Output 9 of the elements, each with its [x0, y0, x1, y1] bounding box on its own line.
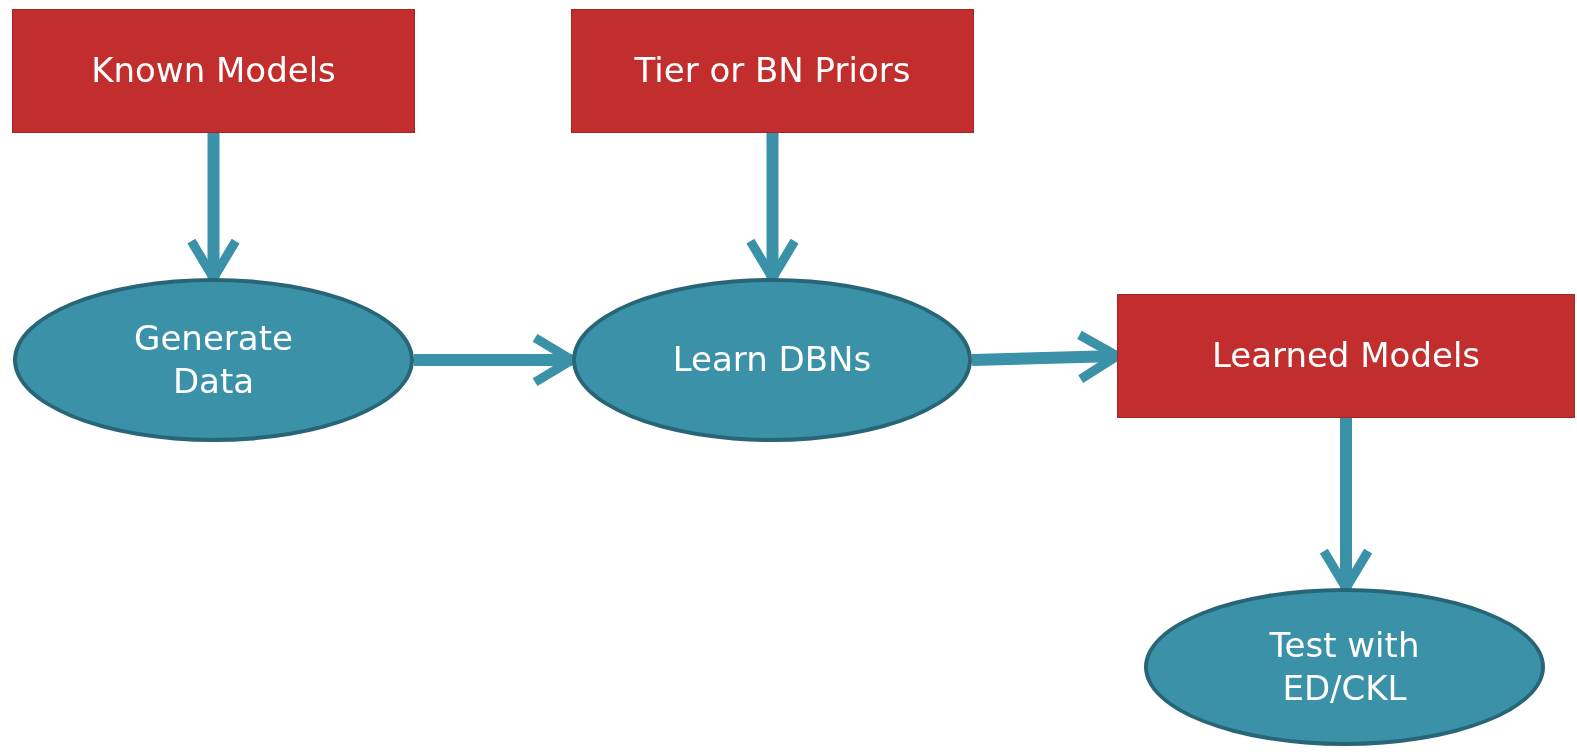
node-label: Learn DBNs [672, 338, 872, 382]
process-box [12, 9, 415, 133]
node-label: Test with ED/CKL [1268, 623, 1421, 710]
node-label: Generate Data [133, 316, 294, 403]
node-label: Learned Models [1211, 334, 1481, 378]
process-box [1117, 294, 1575, 418]
process-box [571, 9, 974, 133]
node-label: Tier or BN Priors [634, 49, 911, 93]
node-label: Known Models [91, 49, 336, 93]
